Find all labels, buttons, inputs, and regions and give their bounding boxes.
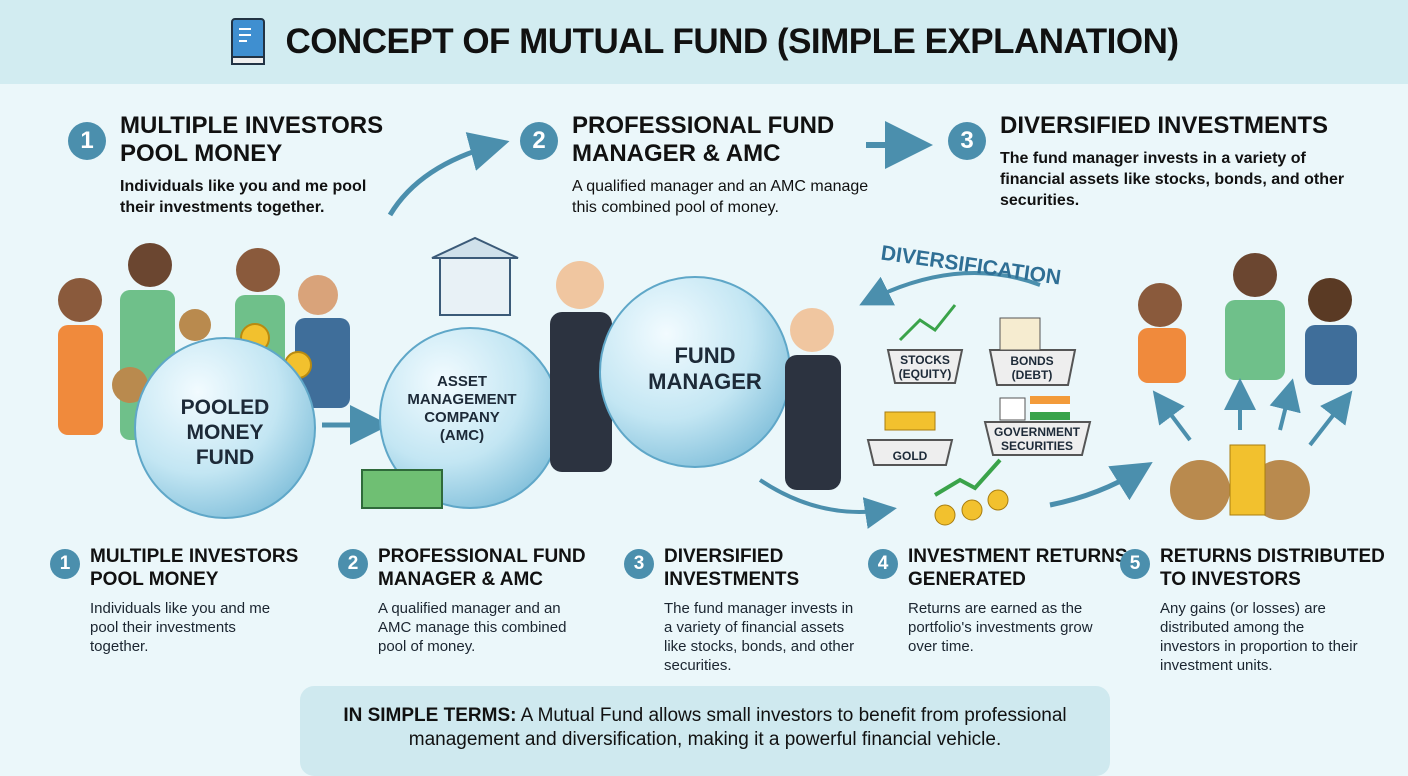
basket-stocks: STOCKS(EQUITY) [886,304,964,384]
top-step-3: 3 DIVERSIFIED INVESTMENTS The fund manag… [948,112,1368,211]
step-title: DIVERSIFIED INVESTMENTS [1000,112,1329,139]
bubble-label: (AMC) [440,427,484,444]
bubble-label: MONEY [186,421,263,444]
step-desc: The fund manager invests in a variety of… [1000,150,1345,209]
diversification-label: DIVERSIFICATION [879,242,1062,290]
arrow-icon [859,271,1041,306]
step-title: POOL MONEY [90,569,219,590]
step-title: MULTIPLE INVESTORS [120,112,384,139]
step-title: MULTIPLE INVESTORS [90,546,299,567]
arrow-icon [387,132,510,217]
bubble-label: FUND [674,343,735,368]
step-desc: Individuals like you and me pool their i… [90,600,271,655]
step-number: 4 [868,549,898,579]
summary-label: IN SIMPLE TERMS: [343,705,517,726]
basket-gold: GOLD [866,411,954,466]
step-number: 1 [50,549,80,579]
step-title: POOL MONEY [120,140,283,167]
svg-text:(DEBT): (DEBT) [1012,368,1053,382]
svg-text:SECURITIES: SECURITIES [1001,439,1073,453]
step-number: 1 [68,122,106,160]
step-title: INVESTMENT RETURNS [908,546,1128,567]
bank-building-icon [431,236,519,316]
page-title: CONCEPT OF MUTUAL FUND (SIMPLE EXPLANATI… [285,22,1179,61]
step-number: 5 [1120,549,1150,579]
cash-icon [361,469,443,509]
bubble-label: MANAGEMENT [407,391,516,408]
illustration: POOLED MONEY FUND ASSET MANAGEMENT COMPA… [58,121,1357,529]
step-title: DIVERSIFIED [664,546,784,567]
growth-coins-icon [933,458,1009,526]
step-title: INVESTMENTS [664,569,800,590]
step-number: 2 [520,122,558,160]
svg-text:GOVERNMENT: GOVERNMENT [994,425,1081,439]
bubble-label: ASSET [437,373,487,390]
step-desc: A qualified manager and an AMC manage th… [572,178,869,216]
book-icon [231,18,266,65]
arrow-icon [758,478,897,529]
svg-text:STOCKS: STOCKS [900,353,950,367]
step-title: PROFESSIONAL FUND [378,546,586,567]
step-number: 2 [338,549,368,579]
header: CONCEPT OF MUTUAL FUND (SIMPLE EXPLANATI… [0,0,1408,84]
bubble-label: POOLED [181,396,270,419]
summary-box: IN SIMPLE TERMS: A Mutual Fund allows sm… [300,686,1110,776]
step-desc: A qualified manager and an AMC manage th… [378,600,567,655]
step-title: RETURNS DISTRIBUTED [1160,546,1385,567]
step-desc: Returns are earned as the portfolio's in… [908,600,1093,655]
bubble-label: COMPANY [424,409,500,426]
manager-figure [550,261,612,472]
step-desc: Individuals like you and me pool their i… [120,178,367,216]
step-number: 3 [624,549,654,579]
step-desc: The fund manager invests in a variety of… [664,600,855,674]
manager-figure [785,308,841,490]
step-title: TO INVESTORS [1160,569,1301,590]
pooled-money-bubble [134,337,316,519]
step-title: PROFESSIONAL FUND [572,112,835,139]
step-title: GENERATED [908,569,1026,590]
arrow-icon [1049,462,1153,508]
step-title: MANAGER & AMC [572,140,781,167]
bubble-label: MANAGER [648,369,762,394]
summary-text: A Mutual Fund allows small investors to … [408,705,1067,750]
svg-text:(EQUITY): (EQUITY) [899,367,952,381]
step-number: 3 [948,122,986,160]
returns-investors-group [1138,253,1357,385]
svg-text:BONDS: BONDS [1010,354,1053,368]
basket-bonds: BONDS(DEBT) [988,317,1077,386]
step-title: MANAGER & AMC [378,569,544,590]
svg-text:GOLD: GOLD [893,449,928,463]
step-desc: Any gains (or losses) are distributed am… [1160,600,1358,674]
bubble-label: FUND [196,446,254,469]
money-bags-icon [1170,444,1310,520]
